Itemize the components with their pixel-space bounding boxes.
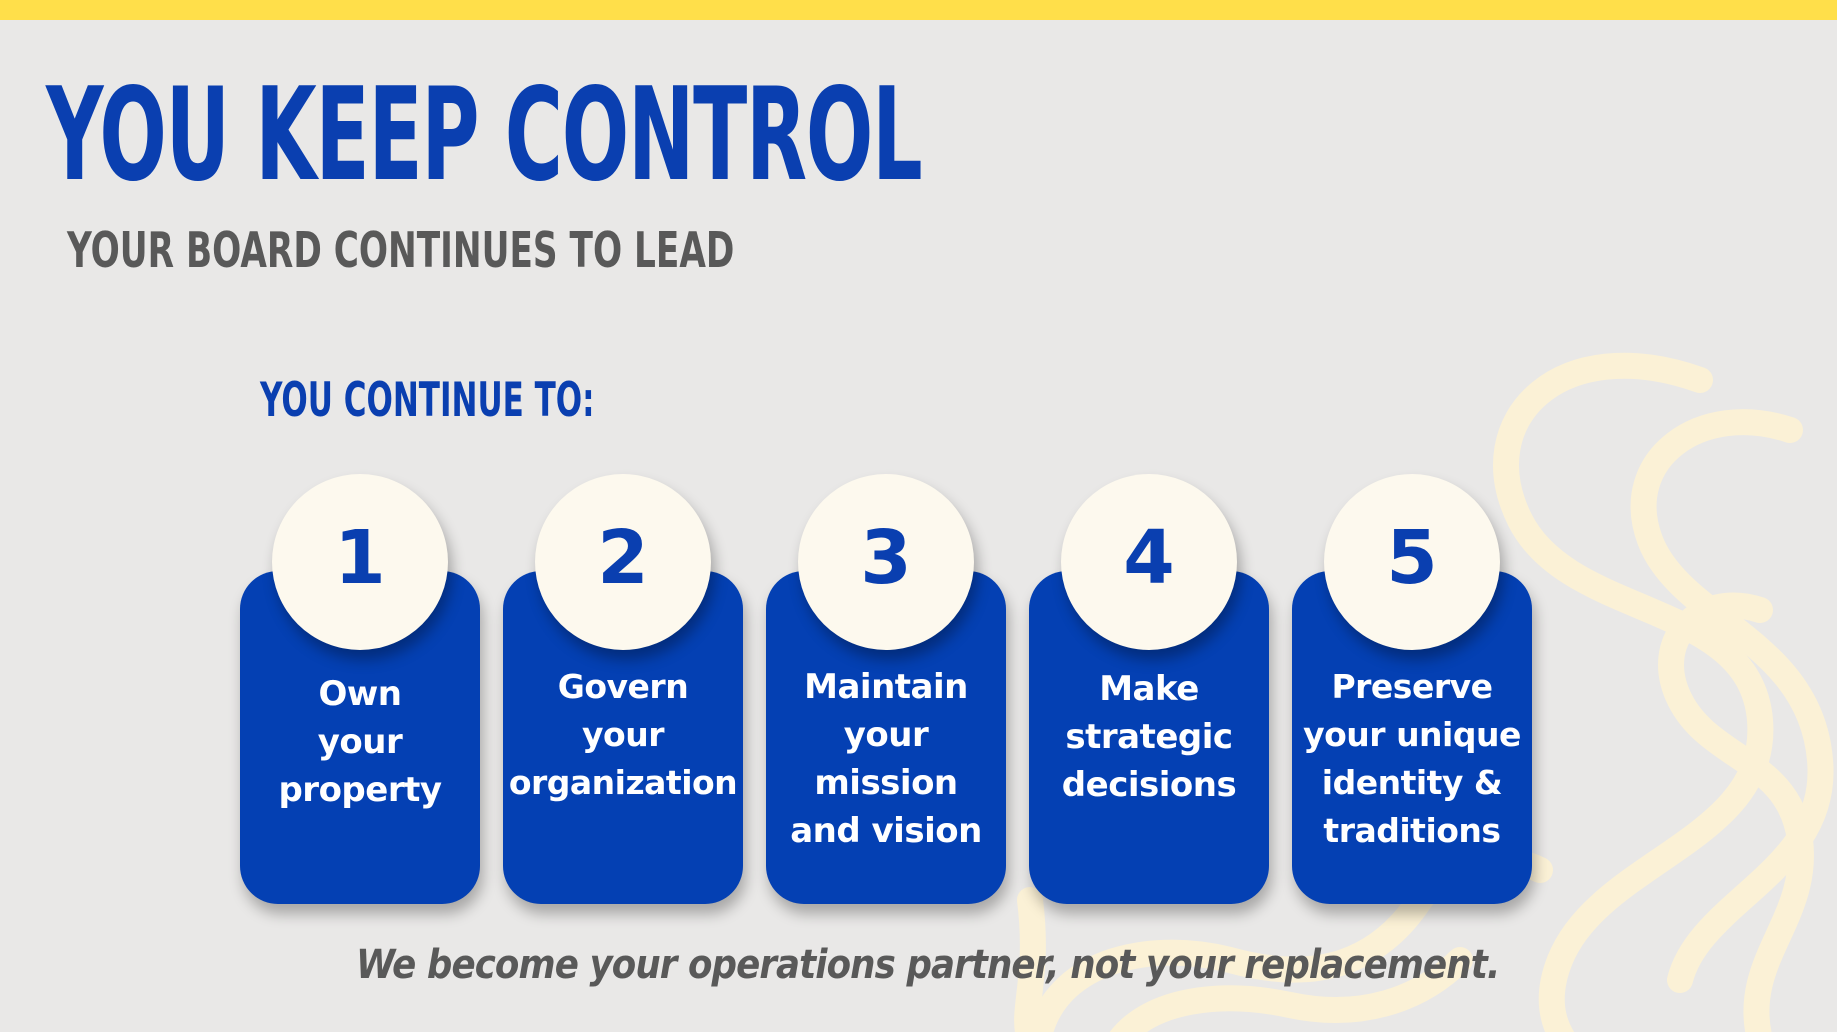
page-title: YOU KEEP CONTROL [46,61,923,210]
step-number-circle-5: 5 [1324,474,1500,650]
step-number: 4 [1123,515,1175,601]
step-text-2: Govern your organization [508,667,738,802]
step-text-1: Own your property [278,674,442,810]
step-number-circle-3: 3 [798,474,974,650]
step-number: 5 [1386,515,1438,601]
step-number: 1 [334,515,386,601]
top-accent-bar [0,0,1837,20]
step-number: 2 [597,515,649,601]
step-number-circle-1: 1 [272,474,448,650]
section-label: YOU CONTINUE TO: [260,373,595,428]
step-text-5: Preserve your unique identity & traditio… [1303,667,1521,850]
step-text-4: Make strategic decisions [1061,669,1237,805]
step-number-circle-4: 4 [1061,474,1237,650]
step-number-circle-2: 2 [535,474,711,650]
footer-tagline: We become your operations partner, not y… [356,942,1500,988]
page-subtitle: YOUR BOARD CONTINUES TO LEAD [67,222,735,279]
step-text-3: Maintain your mission and vision [790,667,982,851]
step-number: 3 [860,515,912,601]
